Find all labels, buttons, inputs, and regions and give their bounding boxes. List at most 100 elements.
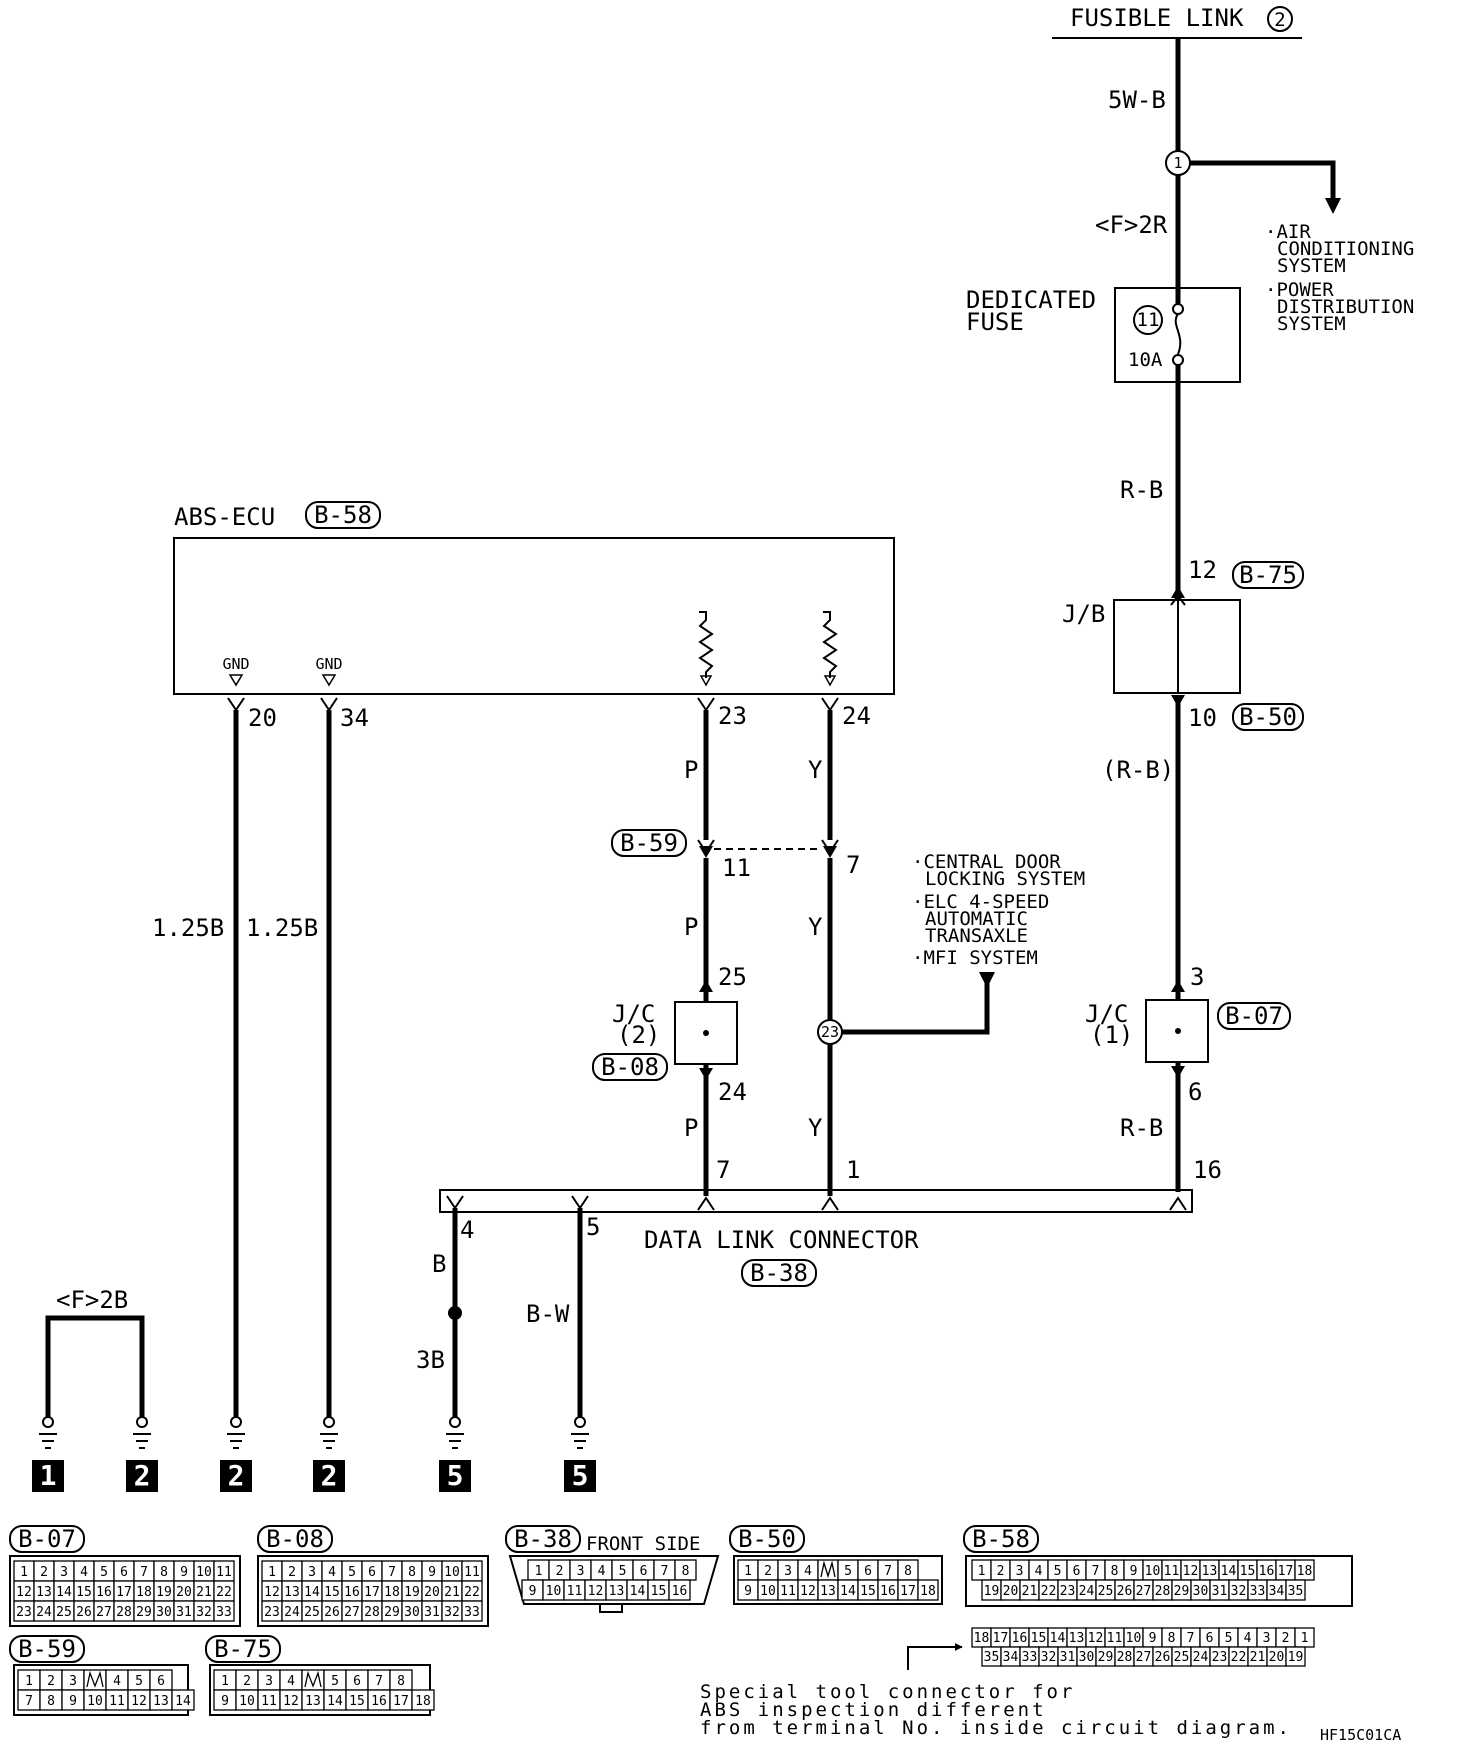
resistor-24-arrow [823,675,837,687]
b38-pin-number: 4 [598,1564,606,1579]
b50-pin-number: 2 [764,1564,772,1579]
b75-pin-number: 1 [221,1674,229,1689]
b38-pin-number: 16 [672,1584,688,1599]
b07-pin-cell [213,1600,235,1622]
dlc-pin-7: 7 [716,1156,730,1184]
b08-pin-number: 20 [424,1585,440,1600]
b38-tab [599,1603,623,1613]
b07-pin-number: 20 [176,1585,192,1600]
b58_tool-pin-number: 1 [1301,1631,1309,1646]
b07-pin-number: 10 [196,1565,212,1580]
b07-pin-number: 13 [36,1585,52,1600]
b59-pin-number: 9 [69,1694,77,1709]
b59-conn: B-59 [620,829,678,857]
b58_tool-pin-number: 19 [1288,1650,1304,1665]
jb-arrow-up-2 [1170,595,1179,606]
wire-rb-paren-label: (R-B) [1102,756,1174,784]
b58-pin-number: 9 [1130,1564,1138,1579]
ground-symbol-2 [133,1416,151,1449]
wire-125b-label-1: 1.25B [152,914,224,942]
b38-pin-number: 12 [588,1584,604,1599]
b58-pin-number: 32 [1231,1584,1247,1599]
b59-pin-7: 7 [846,851,860,879]
b58-pin-number: 29 [1174,1584,1190,1599]
b08-badge [257,1525,333,1553]
b58-pin-number: 22 [1041,1584,1057,1599]
b07-pin-number: 9 [180,1565,188,1580]
ground-symbol-1 [39,1416,57,1449]
b58_tool-pin-number: 8 [1168,1631,1176,1646]
b08-pin-number: 10 [444,1565,460,1580]
b58-pin-number: 12 [1183,1564,1199,1579]
b07-pin-number: 7 [140,1565,148,1580]
ground-number-5: 5 [447,1459,464,1492]
ground-symbol-3 [227,1416,245,1449]
fusible-link-label: FUSIBLE LINK [1070,4,1244,32]
central-note-6: ·MFI SYSTEM [912,947,1038,969]
b58_tool-pin-number: 17 [993,1631,1009,1646]
b38-pin-number: 9 [529,1584,537,1599]
b08-pin-number: 17 [364,1585,380,1600]
b07-pin-number: 31 [176,1605,192,1620]
ground-badge-3 [220,1460,252,1492]
ground-badge-1 [32,1460,64,1492]
b08-pin-number: 14 [304,1585,320,1600]
b58_tool-pin-number: 13 [1069,1631,1085,1646]
b07-frame [9,1555,241,1627]
dlc-pin-5: 5 [586,1213,600,1241]
b59-arrow-y [823,846,837,858]
resistor-24 [822,611,838,678]
b58_tool-pin-number: 25 [1174,1650,1190,1665]
b08-pin-number: 2 [288,1565,296,1580]
fuse-number: 11 [1137,309,1160,331]
b50-pin-number: 8 [904,1564,912,1579]
jb-arrow-up-3 [1177,595,1186,606]
b50-pin-number: 5 [844,1564,852,1579]
special-note-2: ABS inspection different [700,1699,1047,1721]
b08-pin-number: 16 [344,1585,360,1600]
b58-pin-number: 16 [1259,1564,1275,1579]
jb-conn-in: B-75 [1239,561,1297,589]
b50-pin-number: 9 [744,1584,752,1599]
ac-note-2: CONDITIONING [1277,238,1414,260]
b58_tool-pin-number: 27 [1136,1650,1152,1665]
jc1-label-1: J/C [1085,1000,1128,1028]
b59-pin-number: 13 [153,1694,169,1709]
dlc-pin-16: 16 [1193,1156,1222,1184]
junction-1-label: 1 [1173,154,1182,172]
b08-pin-number: 32 [444,1605,460,1620]
b07-pin-number: 28 [116,1605,132,1620]
b50-pin-number: 15 [860,1584,876,1599]
b58-pin-number: 1 [978,1564,986,1579]
b08-pin-number: 19 [404,1585,420,1600]
b59-pin-number: 1 [25,1674,33,1689]
junction-23-label: 23 [821,1023,839,1041]
wire-y-label-2: Y [808,913,823,941]
jc1-conn-badge [1217,1002,1291,1030]
b50-pin-cell [917,1579,939,1601]
b75-pin-number: 16 [371,1694,387,1709]
splice-b [448,1306,462,1320]
abs-ecu-label: ABS-ECU [174,503,275,531]
b38-front-side: FRONT SIDE [586,1533,700,1555]
dlc-name: DATA LINK CONNECTOR [644,1226,919,1254]
dlc-pin-1: 1 [846,1156,860,1184]
jc2-conn: B-08 [601,1053,659,1081]
pin-34: 34 [340,704,369,732]
b59-pin-number: 3 [69,1674,77,1689]
wire-3b-label: 3B [416,1346,445,1374]
b38-pin-number: 10 [546,1584,562,1599]
branch-ac-arrow [1325,198,1341,214]
b38-outline [508,1555,720,1605]
b38-pin-number: 5 [619,1564,627,1579]
abs-conn-badge [305,501,381,529]
ground-number-1: 1 [40,1459,57,1492]
jc2-dot [703,1030,709,1036]
jc1-pin-in: 3 [1190,963,1204,991]
special-note-1: Special tool connector for [700,1681,1075,1703]
b50-pin-number: 10 [760,1584,776,1599]
jb-arrow-up [1171,586,1185,598]
ac-note-1: ·AIR [1265,221,1311,243]
b50-frame [733,1555,943,1605]
